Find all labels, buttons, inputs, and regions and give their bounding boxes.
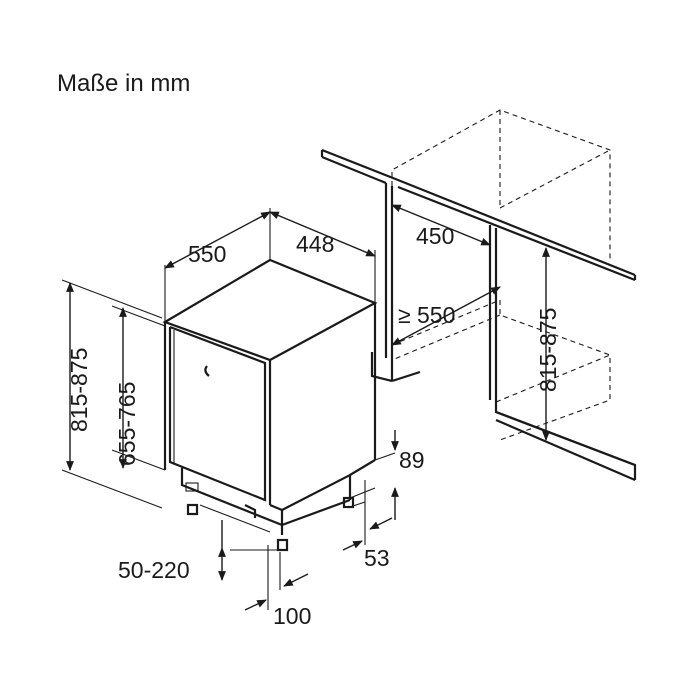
plinth-depth-label: 100 xyxy=(273,603,311,629)
appliance-body xyxy=(162,258,378,552)
page-title: Maße in mm xyxy=(57,70,191,97)
base-gap-top-label: 89 xyxy=(399,447,425,473)
appliance-height-label: 655-765 xyxy=(114,382,140,466)
dimension-arrows xyxy=(66,204,550,611)
door-handle-icon xyxy=(204,365,210,377)
plinth-height-label: 50-220 xyxy=(118,557,190,583)
niche-width-label: 450 xyxy=(416,223,454,249)
niche-depth-label: ≥ 550 xyxy=(398,302,455,328)
niche-height-label: 815-875 xyxy=(535,308,561,392)
width-label: 448 xyxy=(296,231,334,257)
base-gap-bottom-label: 53 xyxy=(364,545,390,571)
depth-label: 550 xyxy=(188,241,226,267)
total-height-label: 815-875 xyxy=(66,348,92,432)
cabinet-niche xyxy=(320,109,637,482)
